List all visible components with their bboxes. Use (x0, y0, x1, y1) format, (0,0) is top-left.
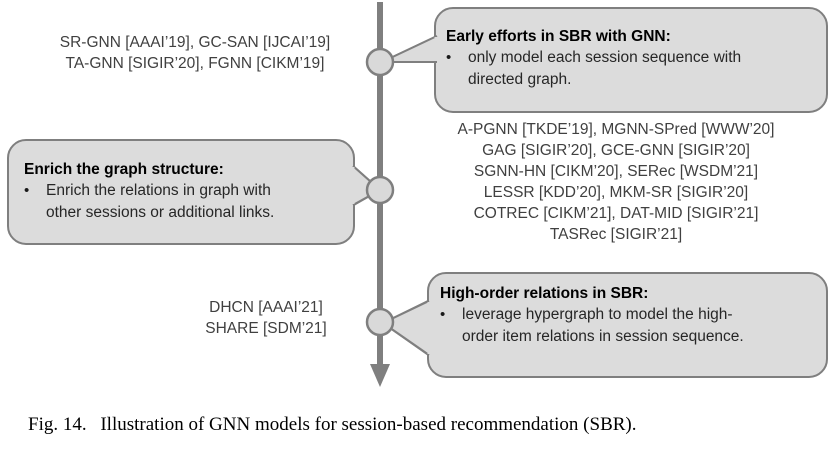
callout-early-title: Early efforts in SBR with GNN: (446, 28, 671, 45)
enrich-graph-structure-models: A-PGNN [TKDE’19], MGNN-SPred [WWW’20] GA… (400, 119, 832, 245)
callout-bullet-line: other sessions or additional links. (46, 203, 275, 221)
callout-bullet-line: directed graph. (468, 70, 572, 88)
model-line: A-PGNN [TKDE’19], MGNN-SPred [WWW’20] (457, 121, 775, 138)
model-line: TA-GNN [SIGIR’20], FGNN [CIKM’19] (65, 55, 325, 72)
model-line: DHCN [AAAI’21] (209, 299, 323, 316)
early-efforts-models: SR-GNN [AAAI’19], GC-SAN [IJCAI’19] TA-G… (30, 32, 360, 74)
model-line: TASRec [SIGIR’21] (549, 226, 683, 243)
bullet-icon: • (440, 306, 446, 323)
figure-caption-label: Fig. 14. (28, 414, 87, 435)
model-line: SGNN-HN [CIKM’20], SERec [WSDM’21] (473, 163, 759, 180)
model-line: COTREC [CIKM’21], DAT-MID [SIGIR’21] (473, 205, 759, 222)
callout-early-bullet-text: only model each session sequence with di… (468, 47, 816, 90)
callout-enrich: Enrich the graph structure: • Enrich the… (24, 159, 344, 223)
callout-enrich-bullet-text: Enrich the relations in graph with other… (46, 180, 344, 223)
callout-bullet-line: order item relations in session sequence… (462, 327, 744, 345)
model-line: SHARE [SDM’21] (205, 320, 327, 337)
timeline-node-enrich[interactable] (365, 175, 395, 205)
callout-early-bullet: • only model each session sequence with … (446, 47, 816, 90)
high-order-relations-models: DHCN [AAAI’21] SHARE [SDM’21] (170, 297, 362, 339)
timeline-node-early[interactable] (365, 47, 395, 77)
callout-bullet-line: Enrich the relations in graph with (46, 182, 271, 199)
callout-early: Early efforts in SBR with GNN: • only mo… (446, 26, 816, 90)
callout-highorder: High-order relations in SBR: • leverage … (440, 283, 814, 347)
model-line: SR-GNN [AAAI’19], GC-SAN [IJCAI’19] (59, 34, 331, 51)
callout-bullet-line: only model each session sequence with (468, 49, 742, 66)
callout-enrich-title: Enrich the graph structure: (24, 161, 224, 178)
callout-highorder-bullet-text: leverage hypergraph to model the high- o… (462, 304, 814, 347)
model-line: GAG [SIGIR’20], GCE-GNN [SIGIR’20] (482, 142, 750, 159)
callout-enrich-bullet: • Enrich the relations in graph with oth… (24, 180, 344, 223)
callout-early-balloon (381, 7, 828, 113)
callout-highorder-title: High-order relations in SBR: (440, 285, 649, 302)
callout-highorder-balloon (382, 272, 828, 378)
timeline-node-highorder[interactable] (365, 307, 395, 337)
bullet-icon: • (24, 182, 30, 199)
callout-bullet-line: leverage hypergraph to model the high- (462, 306, 733, 323)
bullet-icon: • (446, 49, 452, 66)
callout-highorder-bullet: • leverage hypergraph to model the high-… (440, 304, 814, 347)
figure-caption-text: Illustration of GNN models for session-b… (100, 414, 637, 435)
timeline-diagram (7, 2, 828, 387)
figure-caption: Fig. 14. Illustration of GNN models for … (28, 414, 818, 436)
model-line: LESSR [KDD’20], MKM-SR [SIGIR’20] (483, 184, 749, 201)
